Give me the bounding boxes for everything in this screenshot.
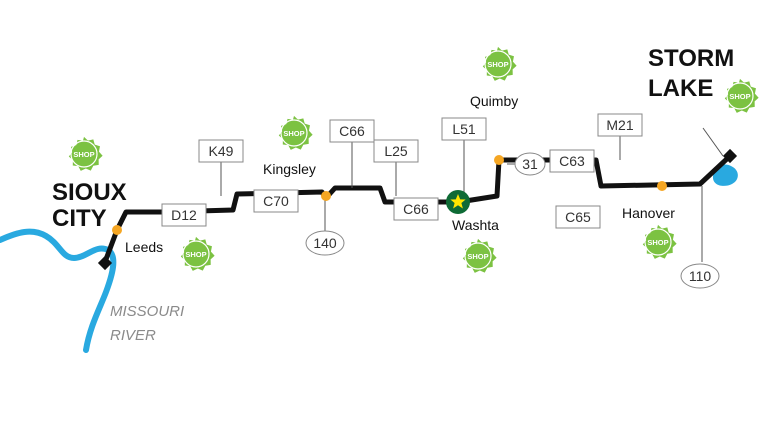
svg-text:SHOP: SHOP xyxy=(73,150,94,159)
hanover-label: Hanover xyxy=(622,205,675,221)
shop-badge-sioux-city: SHOP xyxy=(68,136,104,172)
river-label-line2: RIVER xyxy=(110,327,156,344)
svg-text:L25: L25 xyxy=(384,143,408,159)
shop-badge-washta: SHOP xyxy=(462,238,498,274)
county-road-l25: L25 xyxy=(373,139,419,163)
county-road-k49: K49 xyxy=(198,139,244,163)
svg-text:SHOP: SHOP xyxy=(185,250,206,259)
svg-text:L51: L51 xyxy=(452,121,476,137)
missouri-river xyxy=(0,228,117,353)
shop-badge-leeds: SHOP xyxy=(180,236,216,272)
svg-text:C66: C66 xyxy=(403,201,429,217)
shop-badge-kingsley: SHOP xyxy=(278,115,314,151)
county-road-c66-north: C66 xyxy=(329,119,375,143)
kingsley-dot xyxy=(321,191,331,201)
storm-lake-label-line1: STORM xyxy=(648,45,734,72)
storm-lake-water xyxy=(712,164,738,186)
sioux-city-label-line1: SIOUX xyxy=(52,179,127,206)
svg-text:M21: M21 xyxy=(606,117,633,133)
county-road-m21: M21 xyxy=(597,113,643,137)
leeds-label: Leeds xyxy=(125,239,163,255)
highway-31: 31 xyxy=(514,152,546,176)
svg-text:C70: C70 xyxy=(263,193,289,209)
svg-text:D12: D12 xyxy=(171,207,197,223)
shop-badge-quimby: SHOP xyxy=(482,46,518,82)
leeds-dot xyxy=(112,225,122,235)
svg-text:SHOP: SHOP xyxy=(729,92,750,101)
county-road-c70: C70 xyxy=(253,189,299,213)
quimby-label: Quimby xyxy=(470,93,518,109)
washta-star-marker xyxy=(446,190,470,214)
county-road-c66-south: C66 xyxy=(393,197,439,221)
highway-110: 110 xyxy=(680,263,720,289)
svg-text:140: 140 xyxy=(313,235,337,251)
svg-text:SHOP: SHOP xyxy=(467,252,488,261)
shop-badge-storm-lake: SHOP xyxy=(724,78,760,114)
sioux-city-marker xyxy=(97,255,113,271)
kingsley-label: Kingsley xyxy=(263,161,316,177)
county-road-d12: D12 xyxy=(161,203,207,227)
hanover-dot xyxy=(657,181,667,191)
washta-label: Washta xyxy=(452,217,499,233)
svg-text:SHOP: SHOP xyxy=(487,60,508,69)
highway-140: 140 xyxy=(305,230,345,256)
svg-text:K49: K49 xyxy=(209,143,234,159)
svg-text:C65: C65 xyxy=(565,209,591,225)
svg-text:31: 31 xyxy=(522,156,538,172)
svg-text:C66: C66 xyxy=(339,123,365,139)
storm-lake-label-line2: LAKE xyxy=(648,75,713,102)
svg-text:110: 110 xyxy=(689,268,712,284)
svg-text:SHOP: SHOP xyxy=(647,238,668,247)
leader-lines xyxy=(220,127,724,262)
county-road-c65: C65 xyxy=(555,205,601,229)
quimby-dot xyxy=(494,155,504,165)
county-road-c63: C63 xyxy=(549,149,595,173)
svg-text:C63: C63 xyxy=(559,153,585,169)
storm-lake-marker xyxy=(722,148,738,164)
sioux-city-label-line2: CITY xyxy=(52,205,107,232)
shop-badge-hanover: SHOP xyxy=(642,224,678,260)
county-road-l51: L51 xyxy=(441,117,487,141)
svg-text:SHOP: SHOP xyxy=(283,129,304,138)
river-label-line1: MISSOURI xyxy=(110,303,184,320)
